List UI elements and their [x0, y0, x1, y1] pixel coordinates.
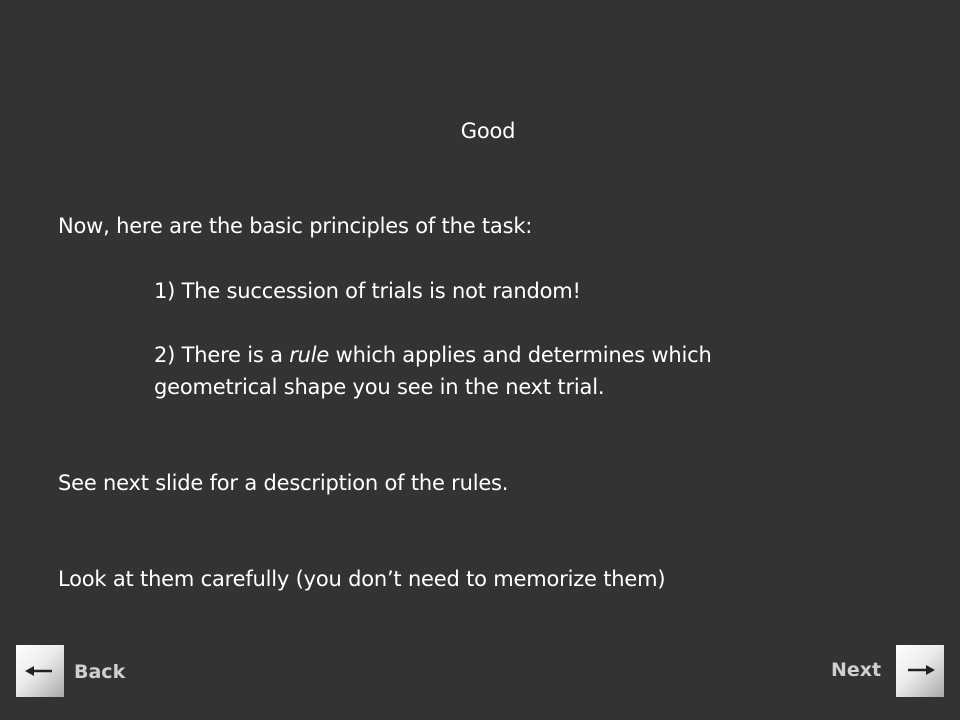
arrow-left-icon	[25, 666, 52, 676]
principle-1: 1) The succession of trials is not rando…	[154, 279, 581, 303]
principle-2-emphasis: rule	[289, 343, 330, 367]
back-button[interactable]	[16, 645, 64, 697]
back-label[interactable]: Back	[74, 661, 126, 683]
look-at-text: Look at them carefully (you don’t need t…	[58, 567, 666, 591]
principle-2-suffix: which applies and determines which	[329, 343, 712, 367]
principle-2-line-2: geometrical shape you see in the next tr…	[154, 375, 605, 399]
principle-2-prefix: 2) There is a	[154, 343, 290, 367]
principle-2-line-1: 2) There is a rule which applies and det…	[154, 339, 712, 371]
arrow-right-icon	[908, 665, 935, 675]
intro-text: Now, here are the basic principles of th…	[58, 214, 533, 238]
next-label[interactable]: Next	[831, 659, 882, 681]
slide-heading: Good	[460, 119, 516, 143]
see-next-text: See next slide for a description of the …	[58, 471, 509, 495]
next-button[interactable]	[896, 645, 944, 697]
